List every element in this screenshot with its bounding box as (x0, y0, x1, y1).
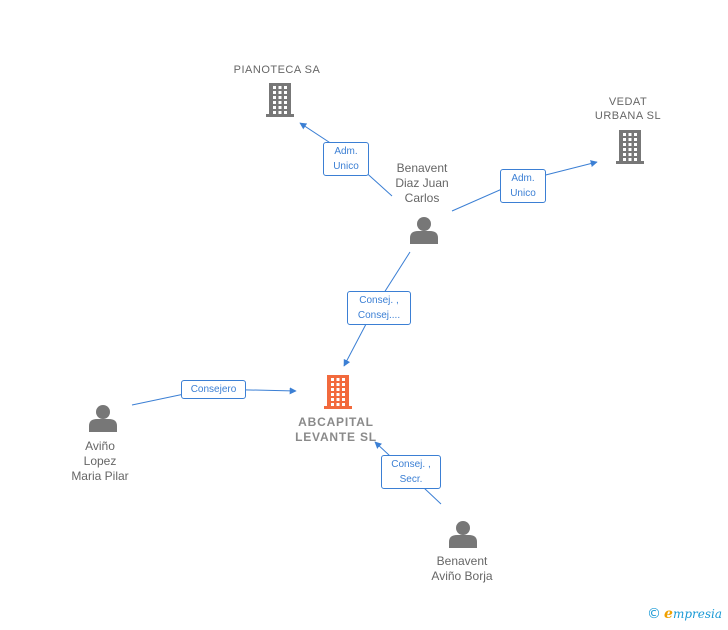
node-label-avino-lopez[interactable]: Aviño Lopez Maria Pilar (71, 439, 129, 483)
building-vedat-icon[interactable] (616, 130, 644, 164)
person-benavent_avino-icon[interactable] (449, 521, 477, 548)
copyright-icon: © (647, 606, 662, 622)
edge-label-adm-unico-vedat[interactable]: Adm. Unico (500, 169, 546, 203)
edge-label-consej-secr[interactable]: Consej. , Secr. (381, 455, 441, 489)
node-label-vedat[interactable]: VEDAT URBANA SL (594, 96, 662, 122)
node-label-abcapital[interactable]: ABCAPITAL LEVANTE SL (295, 415, 377, 444)
node-label-pianoteca[interactable]: PIANOTECA SA (233, 64, 321, 76)
person-avino_lopez-icon[interactable] (89, 405, 117, 432)
icons-layer (89, 83, 644, 548)
node-label-benavent-avino[interactable]: Benavent Aviño Borja (431, 554, 493, 583)
person-benavent_diaz-icon[interactable] (410, 217, 438, 244)
building-abcapital-icon[interactable] (324, 375, 352, 409)
building-pianoteca-icon[interactable] (266, 83, 294, 117)
edge-label-adm-unico-pianoteca[interactable]: Adm. Unico (323, 142, 369, 176)
edge-label-consej-abcapital[interactable]: Consej. , Consej.... (347, 291, 411, 325)
edge-label-consejero[interactable]: Consejero (181, 380, 246, 399)
empresia-logo[interactable]: ©empresia (647, 606, 722, 622)
node-label-benavent-diaz[interactable]: Benavent Diaz Juan Carlos (395, 161, 449, 205)
